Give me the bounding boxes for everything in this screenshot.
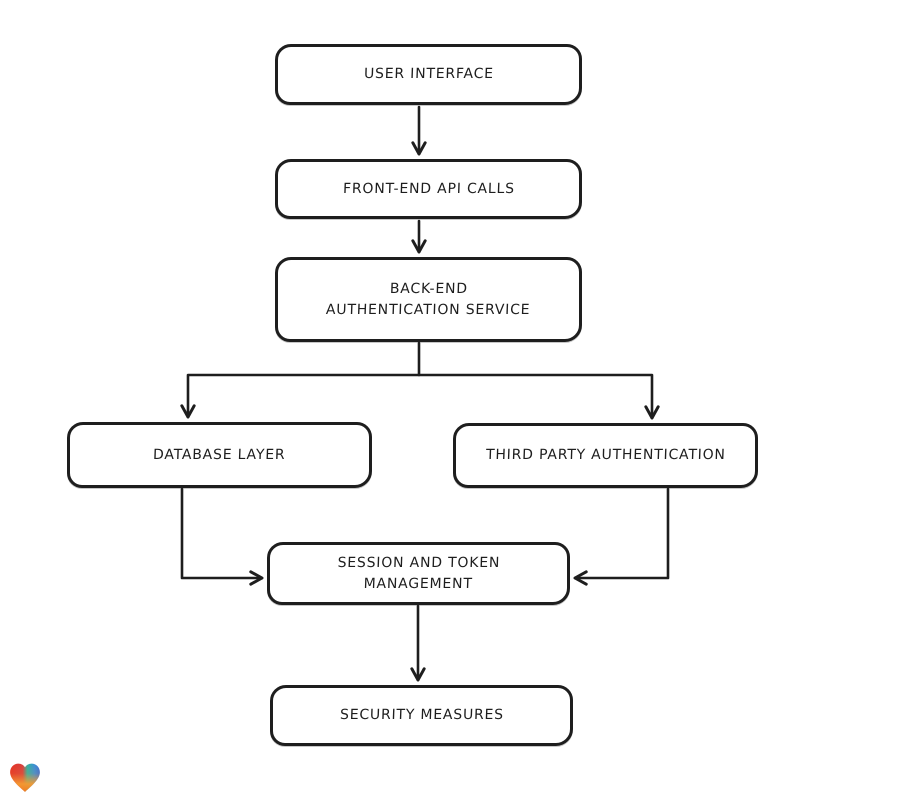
node-security-measures[interactable]: SECURITY MEASURES bbox=[270, 685, 573, 746]
node-user-interface-label: USER INTERFACE bbox=[363, 66, 494, 82]
node-front-end-api-calls[interactable]: FRONT-END API CALLS bbox=[275, 159, 582, 219]
node-third-party-authentication[interactable]: THIRD PARTY AUTHENTICATION bbox=[453, 423, 758, 488]
node-back-end-authentication-service-label: BACK-END AUTHENTICATION SERVICE bbox=[325, 280, 531, 318]
edge-database-layer-to-session bbox=[180, 487, 264, 586]
edge-back-end-to-database-layer bbox=[180, 341, 421, 419]
node-database-layer-label: DATABASE LAYER bbox=[153, 446, 286, 463]
node-front-end-api-calls-label: FRONT-END API CALLS bbox=[342, 180, 515, 197]
node-database-layer[interactable]: DATABASE LAYER bbox=[67, 422, 372, 488]
node-security-measures-label: SECURITY MEASURES bbox=[339, 707, 504, 723]
edge-back-end-to-third-party bbox=[417, 373, 660, 420]
node-user-interface[interactable]: USER INTERFACE bbox=[275, 44, 582, 105]
node-back-end-authentication-service[interactable]: BACK-END AUTHENTICATION SERVICE bbox=[275, 257, 582, 342]
edge-third-party-to-session bbox=[573, 487, 670, 586]
node-third-party-authentication-label: THIRD PARTY AUTHENTICATION bbox=[485, 447, 726, 463]
gradient-heart-icon[interactable] bbox=[8, 761, 42, 795]
node-session-and-token-management-label: SESSION AND TOKEN MANAGEMENT bbox=[337, 554, 501, 592]
node-session-and-token-management[interactable]: SESSION AND TOKEN MANAGEMENT bbox=[267, 542, 570, 605]
